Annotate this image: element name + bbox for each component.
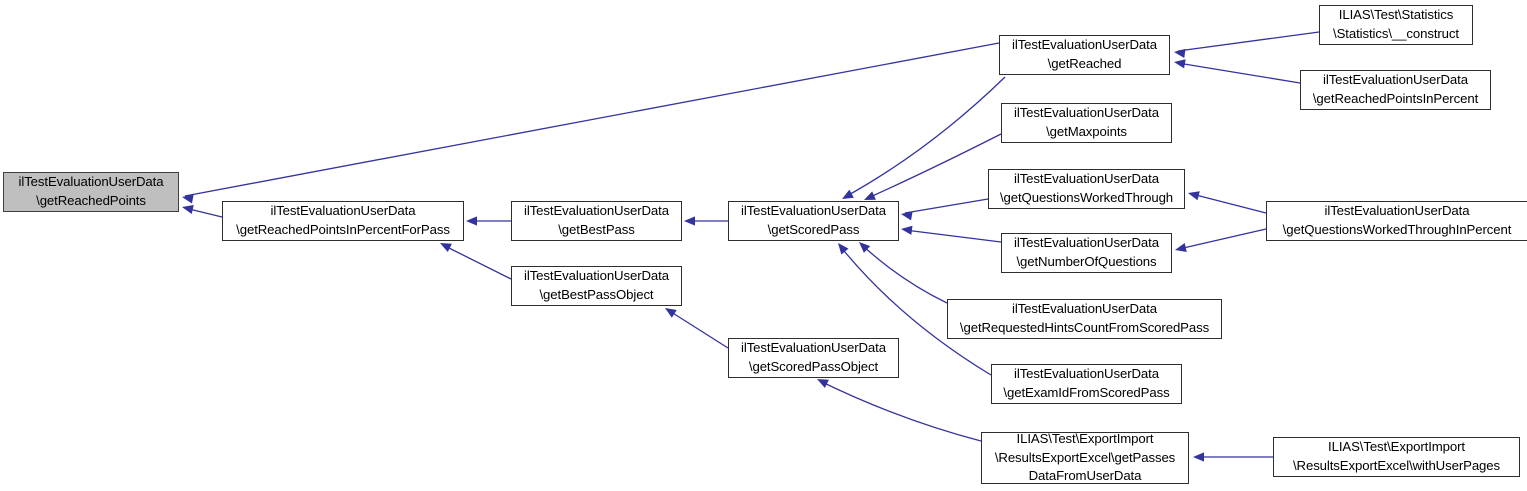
arrowhead-getReachedPointsInPercent-to-getReached [1174,59,1186,69]
graph-node-label: ILIAS\Test\ExportImport \ResultsExportEx… [1292,439,1501,473]
edge-getReachedPointsInPercent-to-getReached [1177,62,1301,84]
edge-getBestPassObject-to-getReachedPointsInPercentForPass [442,244,512,280]
edge-getMaxpoints-to-getScoredPass [867,133,1002,199]
arrowhead-getReached-to-getReachedPoints [182,194,194,204]
graph-node-getNumberOfQuestions[interactable]: ilTestEvaluationUserData \getNumberOfQue… [1001,233,1172,273]
edge-getRequestedHintsCountFromScoredPass-to-getScoredPass [861,244,948,304]
graph-node-getBestPassObject[interactable]: ilTestEvaluationUserData \getBestPassObj… [511,266,682,306]
graph-node-getScoredPass[interactable]: ilTestEvaluationUserData \getScoredPass [728,201,899,241]
edge-getReached-to-getScoredPass [844,76,1006,198]
graph-node-getRequestedHintsCountFromScoredPass[interactable]: ilTestEvaluationUserData \getRequestedHi… [947,299,1222,339]
graph-node-label: ilTestEvaluationUserData \getReached [1012,37,1157,71]
graph-node-label: ilTestEvaluationUserData \getBestPass [524,203,669,237]
edge-getPassesDataFromUserData-to-getScoredPassObject [819,380,982,442]
graph-node-getMaxpoints[interactable]: ilTestEvaluationUserData \getMaxpoints [1001,103,1172,143]
edge-getQuestionsWorkedThrough-to-getScoredPass [904,198,989,214]
graph-node-label: ILIAS\Test\ExportImport \ResultsExportEx… [994,430,1176,484]
edge-getQuestionsWorkedThroughInPercent-to-getNumberOfQuestions [1178,228,1267,250]
graph-node-getReached[interactable]: ilTestEvaluationUserData \getReached [999,35,1170,75]
graph-node-getScoredPassObject[interactable]: ilTestEvaluationUserData \getScoredPassO… [728,338,899,378]
graph-node-getReachedPointsInPercent[interactable]: ilTestEvaluationUserData \getReachedPoin… [1300,70,1491,110]
graph-node-label: ilTestEvaluationUserData \getScoredPassO… [741,340,886,374]
graph-node-label: ilTestEvaluationUserData \getQuestionsWo… [999,171,1174,205]
graph-node-label: ilTestEvaluationUserData \getNumberOfQue… [1014,235,1159,269]
graph-node-StatisticsConstruct[interactable]: ILIAS\Test\Statistics \Statistics\__cons… [1319,5,1473,45]
graph-node-label: ilTestEvaluationUserData \getMaxpoints [1014,105,1159,139]
graph-node-getQuestionsWorkedThrough[interactable]: ilTestEvaluationUserData \getQuestionsWo… [988,169,1185,209]
graph-node-label: ilTestEvaluationUserData \getQuestionsWo… [1282,203,1512,237]
graph-node-label: ilTestEvaluationUserData \getRequestedHi… [959,301,1210,335]
arrowhead-getReachedPointsInPercentForPass-to-getReachedPoints [182,204,194,214]
graph-node-withUserPages[interactable]: ILIAS\Test\ExportImport \ResultsExportEx… [1273,437,1520,477]
arrowhead-getQuestionsWorkedThroughInPercent-to-getQuestionsWorkedThrough [1188,191,1200,201]
graph-node-getQuestionsWorkedThroughInPercent[interactable]: ilTestEvaluationUserData \getQuestionsWo… [1266,201,1527,241]
arrowhead-getQuestionsWorkedThrough-to-getScoredPass [901,211,913,221]
graph-node-label: ILIAS\Test\Statistics \Statistics\__cons… [1333,7,1459,41]
graph-node-getReachedPoints[interactable]: ilTestEvaluationUserData \getReachedPoin… [3,172,179,212]
arrowhead-getScoredPass-to-getBestPass [684,216,695,226]
graph-node-getBestPass[interactable]: ilTestEvaluationUserData \getBestPass [511,201,682,241]
graph-node-getExamIdFromScoredPass[interactable]: ilTestEvaluationUserData \getExamIdFromS… [991,364,1182,404]
edge-StatisticsConstruct-to-getReached [1177,31,1320,52]
edge-getReachedPointsInPercentForPass-to-getReachedPoints [184,207,223,218]
arrowhead-getNumberOfQuestions-to-getScoredPass [901,225,913,235]
graph-node-getPassesDataFromUserData[interactable]: ILIAS\Test\ExportImport \ResultsExportEx… [981,430,1189,484]
arrowhead-getQuestionsWorkedThroughInPercent-to-getNumberOfQuestions [1175,243,1187,253]
graph-node-label: ilTestEvaluationUserData \getBestPassObj… [524,268,669,302]
edge-getNumberOfQuestions-to-getScoredPass [904,229,1002,243]
arrowhead-getBestPass-to-getReachedPointsInPercentForPass [466,216,477,226]
graph-node-label: ilTestEvaluationUserData \getReachedPoin… [1312,72,1479,106]
graph-node-label: ilTestEvaluationUserData \getReachedPoin… [236,203,450,237]
arrowhead-getExamIdFromScoredPass-to-getScoredPass [838,243,849,255]
graph-node-label: ilTestEvaluationUserData \getExamIdFromS… [1003,366,1170,400]
arrowhead-getScoredPassObject-to-getBestPassObject [665,308,677,318]
graph-node-label: ilTestEvaluationUserData \getReachedPoin… [18,174,164,208]
edge-getReached-to-getReachedPoints [184,42,1000,197]
graph-node-label: ilTestEvaluationUserData \getScoredPass [741,203,886,237]
edge-getQuestionsWorkedThroughInPercent-to-getQuestionsWorkedThrough [1191,193,1267,214]
edge-getScoredPassObject-to-getBestPassObject [667,309,729,349]
graph-node-getReachedPointsInPercentForPass[interactable]: ilTestEvaluationUserData \getReachedPoin… [222,201,464,241]
arrowhead-withUserPages-to-getPassesDataFromUserData [1193,452,1204,462]
arrowhead-StatisticsConstruct-to-getReached [1174,48,1186,59]
